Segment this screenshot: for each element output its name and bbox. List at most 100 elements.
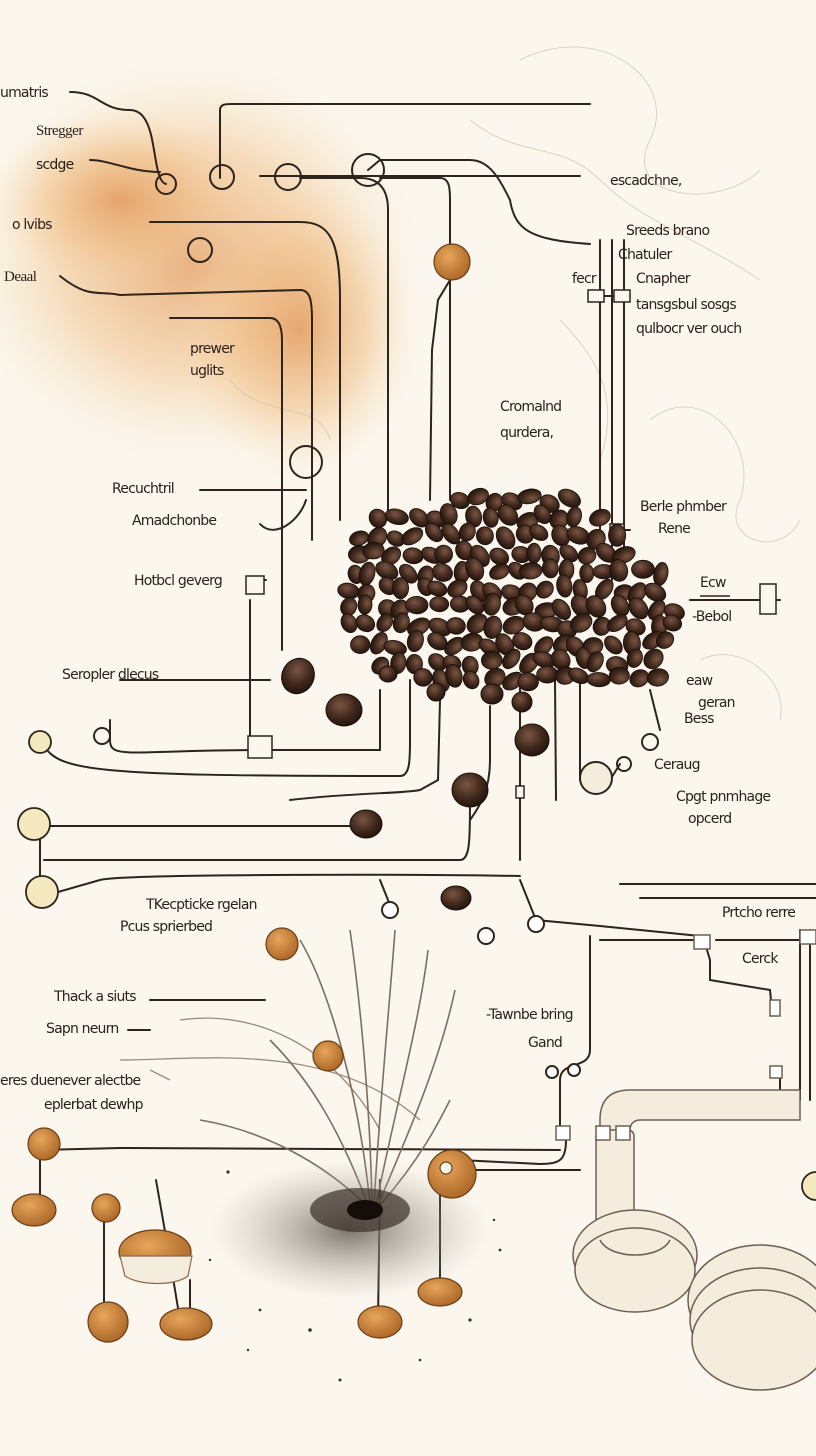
coffee-bean — [465, 595, 485, 615]
label-lower-9: Prtcho rerre — [722, 905, 796, 921]
coffee-bean — [481, 650, 503, 670]
coffee-bean — [608, 666, 630, 685]
label-right-6: tansgsbul sosgs — [636, 297, 737, 313]
coffee-bean — [541, 558, 559, 579]
coffee-bean — [462, 670, 480, 690]
coffee-bean — [402, 547, 424, 565]
label-right-9: qurdera, — [500, 425, 554, 441]
label-lower-8: Gand — [528, 1035, 563, 1051]
coffee-bean — [644, 582, 667, 602]
label-lower-4: Sapn neurn — [46, 1021, 119, 1037]
coffee-bean — [401, 527, 424, 546]
coffee-bean — [428, 653, 447, 672]
coffee-bean — [586, 651, 604, 673]
watercolor-stain — [0, 60, 420, 480]
coffee-bean — [482, 507, 499, 528]
coffee-bean — [517, 488, 542, 505]
label-left-11: Seropler dlecus — [62, 667, 159, 683]
coffee-bean — [609, 559, 629, 582]
coffee-bean — [655, 631, 675, 649]
coffee-bean — [643, 648, 664, 670]
coffee-bean — [355, 614, 376, 633]
label-lower-10: Cerck — [742, 951, 778, 967]
coffee-bean — [424, 522, 444, 543]
coffee-bean — [383, 639, 407, 656]
coffee-bean — [566, 506, 582, 528]
coffee-bean — [502, 648, 521, 670]
coffee-bean — [427, 580, 448, 597]
coffee-bean — [489, 563, 510, 580]
label-left-1: umatris — [0, 85, 49, 101]
label-left-10: Hotbcl geverg — [134, 573, 223, 589]
label-lower-6: eplerbat dewhp — [44, 1097, 143, 1113]
coffee-bean — [626, 648, 643, 668]
coffee-bean — [483, 615, 503, 639]
coffee-bean — [604, 635, 623, 655]
ground-coffee-heap — [210, 1160, 490, 1300]
label-right-16: Bess — [684, 711, 714, 727]
coffee-bean — [529, 524, 549, 541]
label-lower-7: -Tawnbe bring — [486, 1007, 574, 1023]
label-right-12: Ecw — [700, 575, 726, 591]
coffee-bean — [466, 613, 488, 634]
coffee-bean — [483, 592, 501, 616]
coffee-bean — [465, 505, 483, 528]
coffee-bean — [589, 508, 611, 527]
coffee-bean — [432, 563, 453, 582]
label-right-2: Sreeds brano — [626, 223, 710, 239]
label-right-1: escadchne, — [610, 173, 682, 189]
speckles — [208, 1170, 502, 1382]
coffee-bean — [629, 669, 650, 688]
hollow-nodes — [93, 153, 659, 1079]
label-left-4: o lvibs — [12, 217, 52, 233]
coffee-bean — [526, 542, 542, 564]
label-left-2: Stregger — [36, 123, 83, 139]
connector-lines — [31, 91, 816, 1331]
label-left-7: uglits — [190, 363, 224, 379]
coffee-bean — [447, 579, 468, 598]
cream-nodes — [17, 730, 816, 1201]
coffee-bean-cluster — [337, 487, 685, 692]
label-right-19: opcerd — [688, 811, 732, 827]
label-right-14: eaw — [686, 673, 713, 689]
label-right-11: Rene — [658, 521, 691, 537]
label-left-9: Amadchonbe — [132, 513, 217, 529]
coffee-bean — [662, 614, 682, 632]
coffee-bean — [350, 635, 371, 654]
coffee-bean — [376, 613, 393, 633]
coffee-bean — [446, 617, 466, 635]
coffee-bean — [434, 544, 453, 564]
coffee-bean — [449, 491, 470, 510]
label-right-10: Berle phmber — [640, 499, 727, 515]
coffee-bean — [653, 562, 669, 586]
pipe-fittings — [555, 929, 816, 1391]
coffee-bean — [349, 530, 369, 547]
label-left-8: Recuchtril — [112, 481, 175, 497]
coffee-bean — [585, 595, 607, 618]
coffee-bean — [444, 663, 463, 688]
copper-nodes — [11, 243, 477, 1343]
coffee-bean — [606, 614, 628, 632]
label-left-6: prewer — [190, 341, 235, 357]
coffee-bean — [557, 488, 581, 508]
coffee-bean — [362, 541, 385, 560]
coffee-bean — [406, 629, 424, 653]
label-lower-1: TKecpticke rgelan — [146, 897, 258, 913]
coffee-bean — [517, 672, 539, 692]
coffee-bean — [465, 557, 485, 581]
coffee-bean — [646, 668, 669, 687]
label-right-8: Cromalnd — [500, 399, 562, 415]
sketch-lines — [119, 1017, 421, 1131]
coffee-bean — [484, 667, 506, 688]
coffee-bean — [536, 665, 559, 684]
coffee-bean — [467, 487, 489, 506]
label-right-17: Ceraug — [654, 757, 700, 773]
label-right-4: fecr — [572, 271, 597, 287]
decorative-swirls — [229, 46, 801, 721]
coffee-bean — [489, 547, 510, 566]
coffee-bean — [533, 504, 552, 525]
coffee-bean — [628, 597, 649, 620]
coffee-bean — [551, 598, 572, 621]
label-right-18: Cpgt pnmhage — [676, 789, 771, 805]
coffee-bean — [631, 559, 655, 579]
